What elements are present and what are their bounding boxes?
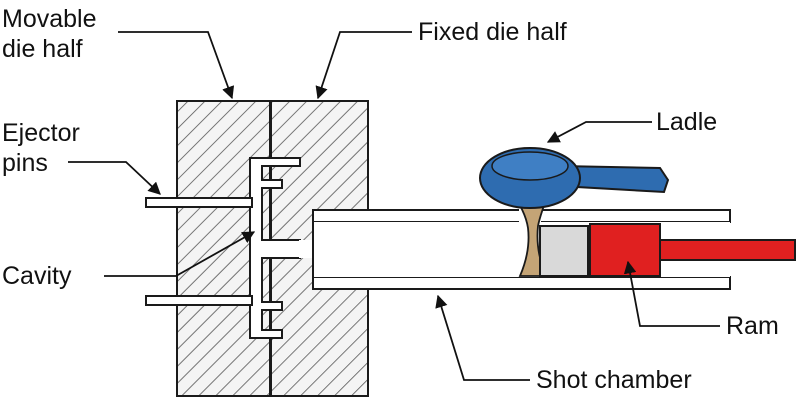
- label-ejector-pins: Ejector pins: [2, 118, 80, 178]
- leader-ejector-pins: [68, 161, 161, 195]
- ram-block: [589, 223, 661, 277]
- leader-shot-chamber: [435, 294, 530, 381]
- label-ejector-line2: pins: [2, 149, 48, 177]
- label-fixed-die-half: Fixed die half: [418, 18, 567, 46]
- label-ejector-line1: Ejector: [2, 119, 80, 147]
- plunger-tip: [539, 225, 589, 277]
- shot-chamber-sleeve-bottom: [312, 276, 731, 290]
- leader-cavity: [104, 231, 256, 277]
- leader-movable-die-half: [118, 31, 235, 100]
- leader-ladle: [546, 121, 652, 143]
- leader-fixed-die-half: [315, 31, 412, 100]
- ladle-rim: [491, 151, 569, 181]
- label-shot-chamber: Shot chamber: [536, 366, 692, 394]
- label-movable-die-half: Movable die half: [2, 4, 97, 64]
- label-ladle: Ladle: [656, 108, 718, 136]
- label-movable-line1: Movable: [2, 5, 97, 33]
- label-cavity: Cavity: [2, 262, 72, 290]
- leader-ram: [623, 260, 720, 327]
- ejector-pin-lower: [145, 295, 253, 306]
- ejector-pin-upper: [145, 197, 253, 208]
- label-movable-line2: die half: [2, 35, 83, 63]
- label-ram: Ram: [726, 312, 779, 340]
- ram-rod: [659, 239, 796, 261]
